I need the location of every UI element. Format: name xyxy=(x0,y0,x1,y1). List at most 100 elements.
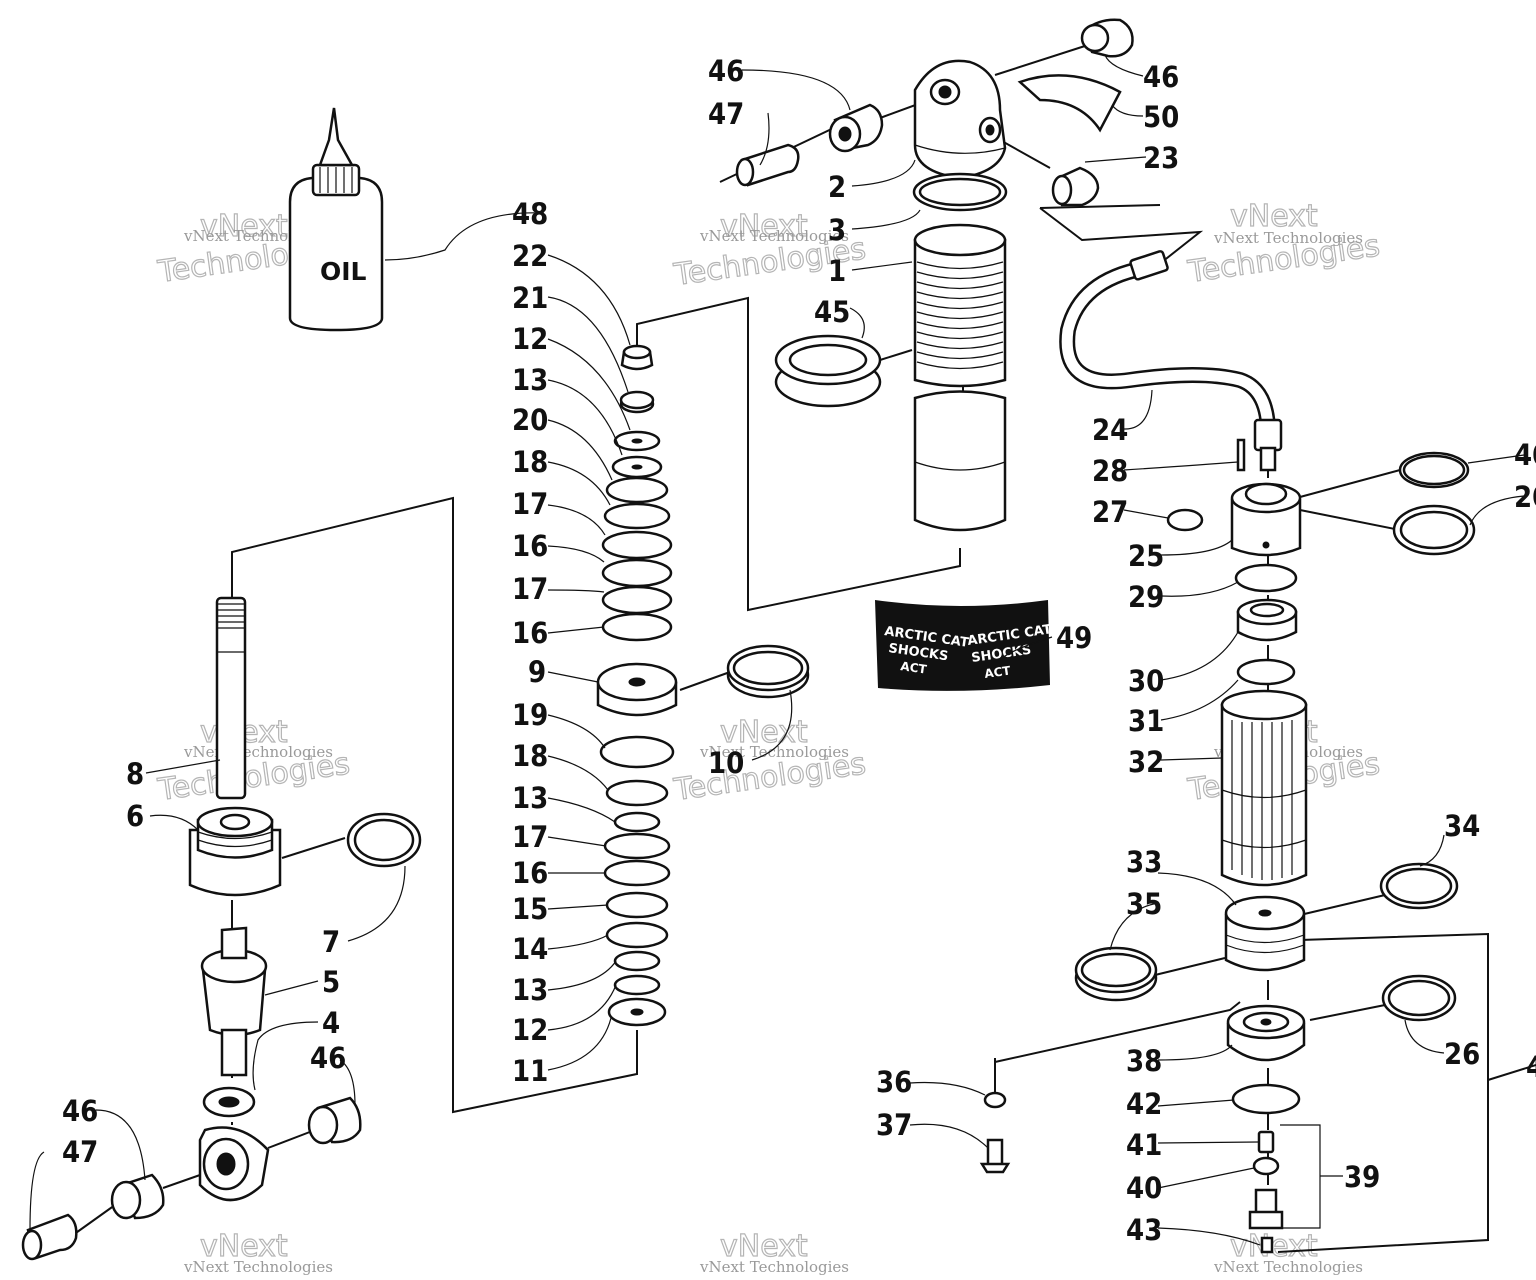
callout-6: 6 xyxy=(126,799,144,833)
callout-9: 9 xyxy=(528,655,546,689)
callout-28: 28 xyxy=(1092,454,1128,488)
callout-13-mid: 13 xyxy=(512,781,548,815)
callout-47-top: 47 xyxy=(708,97,744,131)
svg-text:vNext Technologies: vNext Technologies xyxy=(699,1258,849,1276)
o-ring-part-3 xyxy=(912,172,1008,212)
watermark-mid-center: vNext Technologies vNext Technologies xyxy=(671,714,869,808)
callout-31: 31 xyxy=(1128,704,1164,738)
callout-13-top: 13 xyxy=(512,363,548,397)
svg-text:vNext Technologies: vNext Technologies xyxy=(699,743,849,761)
bushing-part-46-lower-left xyxy=(110,1173,165,1220)
callout-17-bottom: 17 xyxy=(512,820,548,854)
callout-40-top: 40 xyxy=(1514,438,1536,472)
collar-part-4 xyxy=(220,1028,248,1077)
callout-40-bottom: 40 xyxy=(1126,1171,1162,1205)
oil-bottle-part-48: OIL xyxy=(288,107,384,332)
watermark-bottom-center: vNext vNext Technologies xyxy=(699,1228,849,1276)
callout-42: 42 xyxy=(1126,1087,1162,1121)
screw-part-37 xyxy=(979,1138,1011,1174)
callout-12-top: 12 xyxy=(512,322,548,356)
bushing-part-46-lower-right xyxy=(307,1096,362,1145)
callout-46-top-right: 46 xyxy=(1143,60,1179,94)
watermark-mid-left: vNext Technologies vNext Technologies xyxy=(155,714,353,808)
callout-33: 33 xyxy=(1126,845,1162,879)
seal-ring-part-7 xyxy=(346,812,422,868)
callout-23: 23 xyxy=(1143,141,1179,175)
bumper-part-5 xyxy=(200,926,268,1037)
callout-17-mid: 17 xyxy=(512,572,548,606)
washer-part-40 xyxy=(1252,1156,1280,1176)
callout-4-right-edge: 4 xyxy=(1526,1050,1536,1084)
callout-21: 21 xyxy=(512,281,548,315)
svg-text:vNext: vNext xyxy=(1230,199,1318,234)
svg-text:vNext: vNext xyxy=(1230,1229,1318,1264)
callout-47-lower: 47 xyxy=(62,1135,98,1169)
o-ring-part-42 xyxy=(1231,1083,1301,1115)
reservoir-part-32 xyxy=(1220,689,1308,887)
callout-14: 14 xyxy=(512,932,548,966)
callout-22: 22 xyxy=(512,239,548,273)
callout-17-top: 17 xyxy=(512,487,548,521)
callout-20-left: 20 xyxy=(512,403,548,437)
main-piston-part-9 xyxy=(596,662,678,717)
floating-piston-part-30 xyxy=(1236,598,1298,642)
callout-37: 37 xyxy=(876,1108,912,1142)
callout-20-right: 20 xyxy=(1514,480,1536,514)
callout-18-top: 18 xyxy=(512,445,548,479)
spacer-part-21 xyxy=(619,390,655,414)
backup-ring-part-20 xyxy=(1392,504,1476,556)
svg-text:vNext: vNext xyxy=(200,209,288,244)
callout-16-mid: 16 xyxy=(512,616,548,650)
callout-numbers: 46 47 46 50 2 23 3 1 45 48 22 21 12 13 2… xyxy=(62,54,1536,1247)
screw-part-43 xyxy=(1260,1236,1274,1254)
callout-26: 26 xyxy=(1444,1037,1480,1071)
o-ring-part-27 xyxy=(1166,508,1204,532)
callout-35: 35 xyxy=(1126,887,1162,921)
callout-2: 2 xyxy=(828,170,846,204)
base-valve-part-33 xyxy=(1224,895,1306,972)
callout-8: 8 xyxy=(126,757,144,791)
sleeve-part-47-top xyxy=(735,143,800,187)
callout-30: 30 xyxy=(1128,664,1164,698)
callout-12-bottom: 12 xyxy=(512,1013,548,1047)
bushing-part-46-top-left xyxy=(828,103,884,153)
callout-11: 11 xyxy=(512,1054,548,1088)
o-ring-part-40-top xyxy=(1398,451,1470,489)
callout-38: 38 xyxy=(1126,1044,1162,1078)
shock-eyelet-part-2 xyxy=(913,59,1007,180)
svg-text:vNext Technologies: vNext Technologies xyxy=(183,1258,333,1276)
callout-19: 19 xyxy=(512,698,548,732)
callout-50: 50 xyxy=(1143,100,1179,134)
shim-stack-upper xyxy=(601,430,673,642)
svg-text:vNext: vNext xyxy=(200,1229,288,1264)
callout-7: 7 xyxy=(322,925,340,959)
decal-part-49: ARCTIC CAT SHOCKS ACT ARCTIC CAT SHOCKS … xyxy=(875,600,1053,691)
end-cap-part-38 xyxy=(1226,1004,1306,1062)
hose-part-24 xyxy=(1059,250,1283,472)
callout-24: 24 xyxy=(1092,413,1128,447)
callout-13-bottom: 13 xyxy=(512,973,548,1007)
watermark-bottom-left: vNext vNext Technologies xyxy=(183,1228,333,1276)
shock-body-part-1 xyxy=(913,223,1007,532)
callout-46-top-left: 46 xyxy=(708,54,744,88)
callout-43: 43 xyxy=(1126,1213,1162,1247)
piston-nut-part-22 xyxy=(620,344,654,371)
callout-39: 39 xyxy=(1344,1160,1380,1194)
callout-27: 27 xyxy=(1092,495,1128,529)
callout-18-bottom: 18 xyxy=(512,739,548,773)
sleeve-part-47-lower xyxy=(21,1213,78,1261)
decal-logo-right: ACT xyxy=(983,663,1012,681)
seal-head-part-6 xyxy=(188,806,282,897)
callout-1: 1 xyxy=(828,254,846,288)
callout-4: 4 xyxy=(322,1006,340,1040)
callout-29: 29 xyxy=(1128,580,1164,614)
lower-eyelet xyxy=(198,1086,270,1202)
band-part-35 xyxy=(1074,946,1158,1002)
valve-part-23 xyxy=(1051,166,1100,207)
callout-49: 49 xyxy=(1056,621,1092,655)
watermark-top-right: vNext Technologies vNext Technologies xyxy=(1185,198,1383,290)
reservoir-cap-part-25 xyxy=(1230,482,1302,557)
callout-32: 32 xyxy=(1128,745,1164,779)
svg-text:vNext: vNext xyxy=(720,209,808,244)
callout-46-lower-right: 46 xyxy=(310,1041,346,1075)
